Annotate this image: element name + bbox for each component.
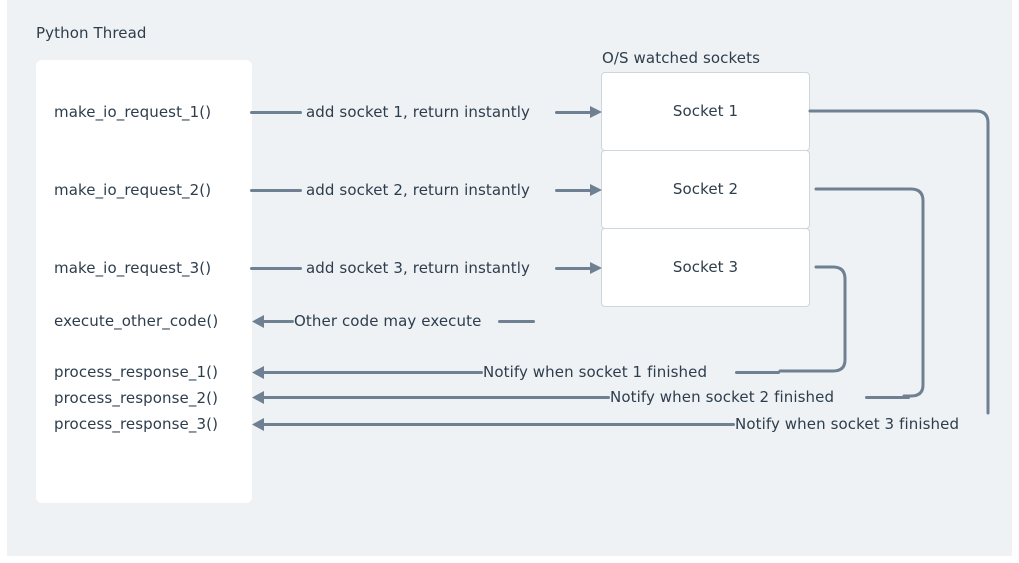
os-watched-sockets-title: O/S watched sockets <box>602 49 760 67</box>
request-edge-3-stub-left <box>250 267 302 270</box>
return-route-socket-3 <box>778 265 847 373</box>
other-code-edge-stub-left <box>261 320 294 323</box>
python-thread-title: Python Thread <box>36 24 147 42</box>
return-route-socket-1 <box>808 109 990 415</box>
notify-edge-1-arrowhead <box>252 366 264 379</box>
other-code-edge-arrowhead <box>252 315 264 328</box>
socket-label-3: Socket 3 <box>672 258 739 276</box>
request-edge-3-label: add socket 3, return instantly <box>306 259 530 277</box>
notify-edge-3-label: Notify when socket 3 finished <box>735 415 960 433</box>
thread-call-process-response-2: process_response_2() <box>54 389 219 407</box>
thread-call-process-response-3: process_response_3() <box>54 415 219 433</box>
request-edge-2-arrowhead <box>590 184 602 196</box>
notify-edge-2-line-right <box>865 396 910 399</box>
other-code-edge-label: Other code may execute <box>294 312 482 330</box>
notify-edge-2-arrowhead <box>252 391 264 404</box>
socket-label-2: Socket 2 <box>672 180 739 198</box>
diagram-canvas: Python Thread O/S watched sockets make_i… <box>7 0 1012 556</box>
notify-edge-3-arrowhead <box>252 418 264 431</box>
request-edge-2-stub-right <box>555 189 593 192</box>
notify-edge-1-line-right <box>735 371 780 374</box>
request-edge-2-stub-left <box>250 189 302 192</box>
notify-edge-1-label: Notify when socket 1 finished <box>483 363 708 381</box>
python-thread-panel <box>36 60 252 503</box>
socket-box-3: Socket 3 <box>601 228 810 307</box>
notify-edge-2-label: Notify when socket 2 finished <box>610 388 835 406</box>
request-edge-2-label: add socket 2, return instantly <box>306 181 530 199</box>
request-edge-3-arrowhead <box>590 262 602 274</box>
other-code-edge-stub-right <box>498 320 535 323</box>
request-edge-1-stub-right <box>555 111 593 114</box>
thread-call-make-io-request-3: make_io_request_3() <box>54 259 212 277</box>
thread-call-make-io-request-2: make_io_request_2() <box>54 181 212 199</box>
request-edge-1-arrowhead <box>590 106 602 118</box>
notify-edge-1-line-left <box>261 371 483 374</box>
socket-label-1: Socket 1 <box>672 102 739 120</box>
notify-edge-2-line-left <box>261 396 610 399</box>
return-route-socket-2 <box>814 187 925 398</box>
request-edge-1-label: add socket 1, return instantly <box>306 103 530 121</box>
request-edge-1-stub-left <box>250 111 302 114</box>
thread-call-execute-other-code: execute_other_code() <box>54 312 219 330</box>
notify-edge-3-line-left <box>261 423 735 426</box>
thread-call-process-response-1: process_response_1() <box>54 363 219 381</box>
socket-box-2: Socket 2 <box>601 150 810 229</box>
request-edge-3-stub-right <box>555 267 593 270</box>
thread-call-make-io-request-1: make_io_request_1() <box>54 103 212 121</box>
